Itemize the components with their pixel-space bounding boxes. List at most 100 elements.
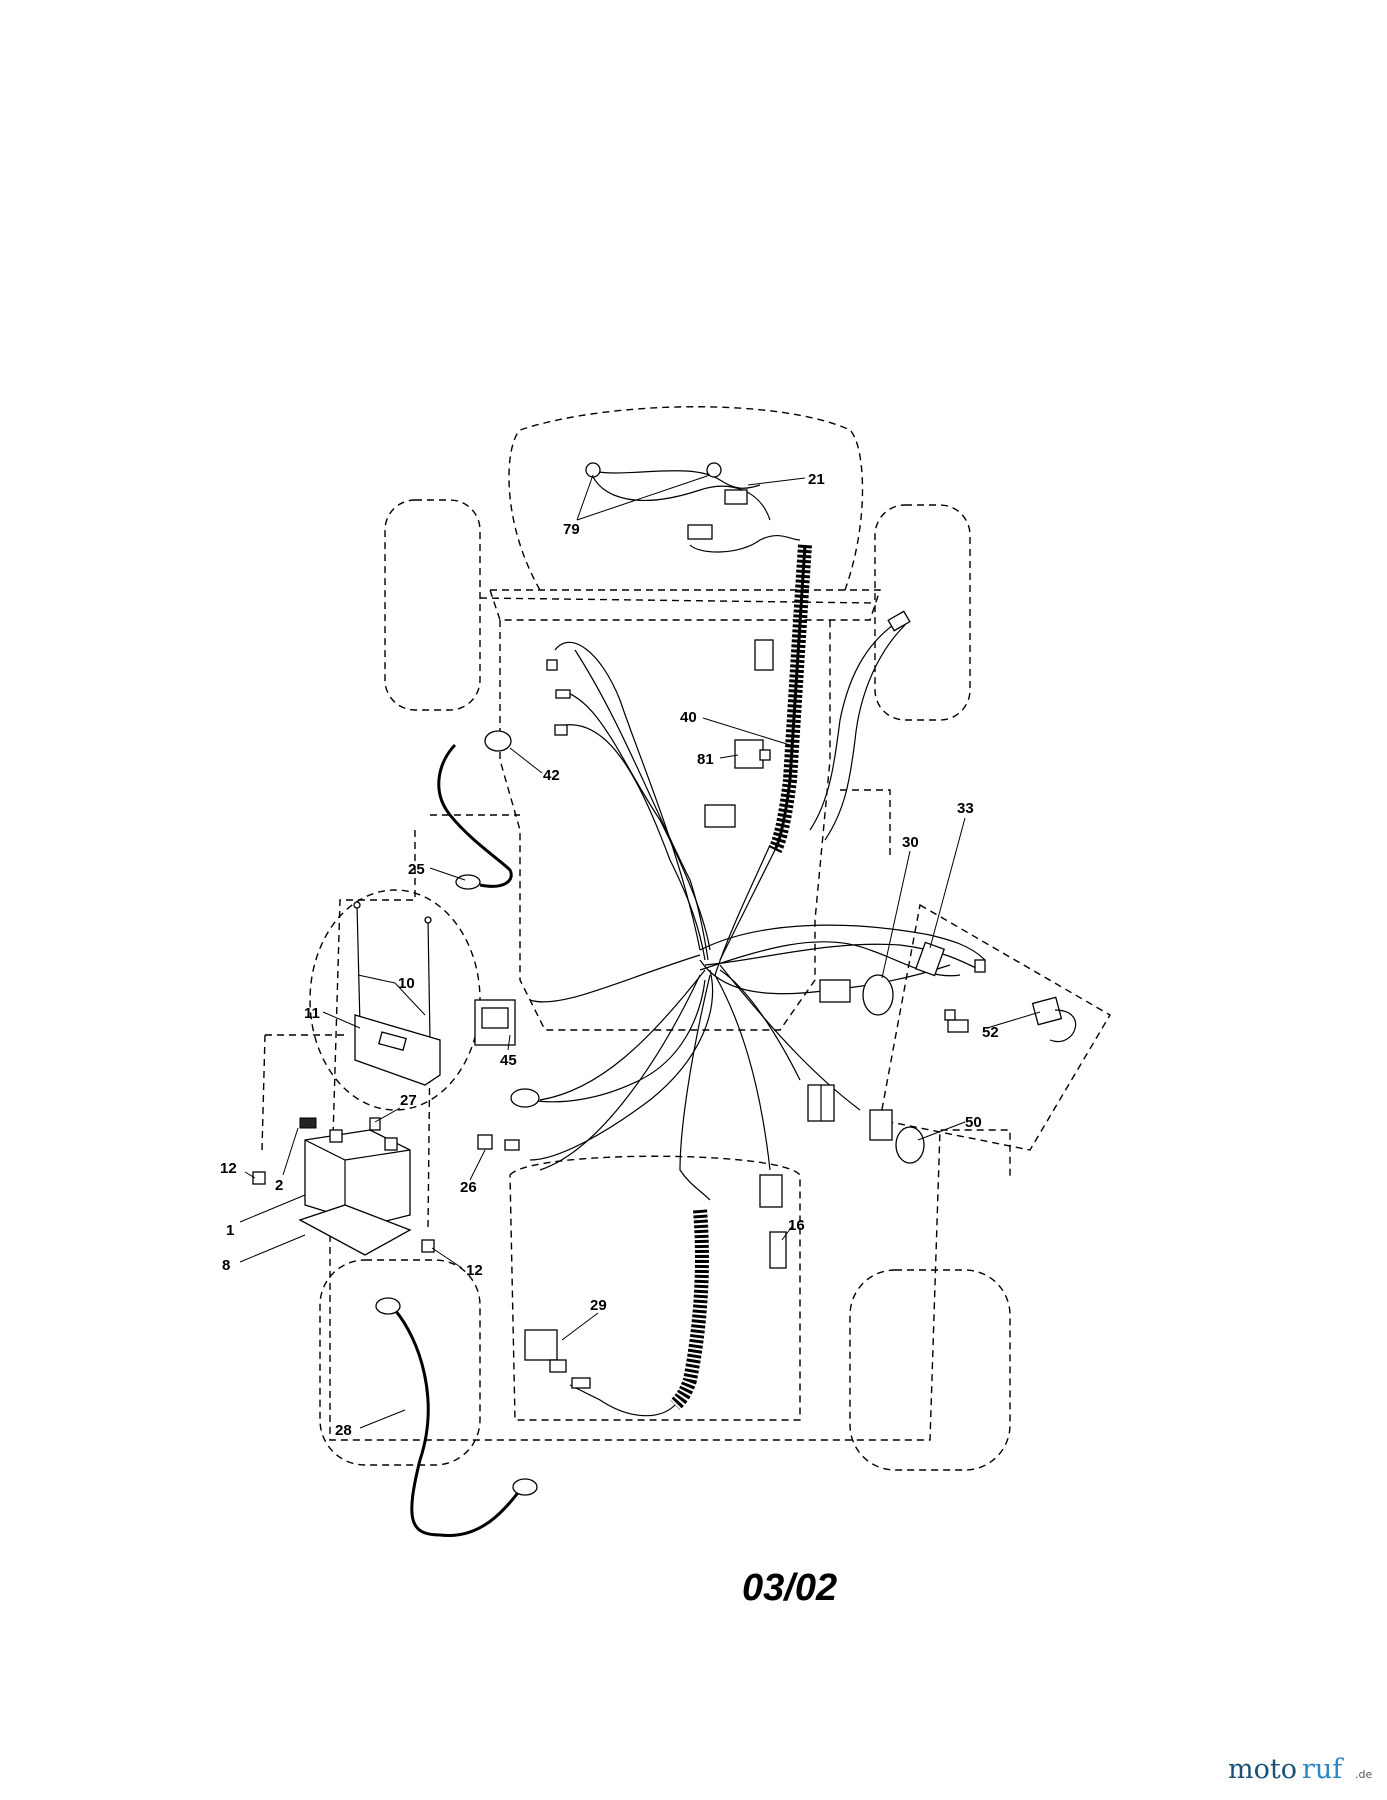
watermark-ruf: ruf [1302,1754,1344,1785]
wire-f [714,844,771,976]
callout-labels: 79 21 40 81 42 33 30 25 10 11 52 45 27 1… [220,471,999,1439]
leader-lines [239,474,1041,1429]
coiled-harness-upper [768,544,812,854]
leader-40 [702,717,791,746]
headlight-socket-right [706,462,722,478]
switch-29-tab [549,1359,567,1373]
connector-mid-left [704,804,736,828]
callout-40: 40 [680,709,697,726]
switch-52-body [1031,996,1063,1026]
battery-assembly [252,901,441,1256]
battery-dash-lines [261,1034,431,1231]
wire-to-coil2 [679,974,711,1201]
rod-head-right [424,916,432,924]
nut-27 [369,1117,381,1131]
leader-29 [561,1312,599,1341]
leader-50 [917,1121,966,1141]
clip-left-2 [555,689,571,699]
ring-terminal-25 [455,874,481,890]
hold-down-rod-left [356,904,361,1026]
callout-42: 42 [543,767,560,784]
callout-25: 25 [408,861,425,878]
leader-52 [986,1011,1041,1029]
wire-c [564,724,706,961]
callout-1: 1 [226,1222,234,1239]
bolt-2 [299,1117,317,1129]
leader-12-left [244,1171,256,1179]
callout-79: 79 [563,521,580,538]
leader-21 [747,477,806,486]
rear-right-wheel [849,1269,1011,1471]
ignition-switch-30 [819,974,894,1016]
wire-to-26 [539,974,701,1171]
battery-tray-8 [298,1204,412,1256]
front-right-wheel [874,504,971,721]
terminal-right-1 [944,1009,956,1021]
rod-head-left [353,901,361,909]
leader-11 [322,1011,361,1029]
cable-boot-42 [484,730,512,752]
rear-deck-outline [329,789,1011,1441]
callout-10: 10 [398,975,415,992]
battery-terminal-pos [329,1129,343,1143]
callout-12-right: 12 [466,1262,483,1279]
switch-50 [869,1109,925,1164]
hold-down-rod-right [427,919,431,1041]
leader-25 [429,867,466,881]
wire-b [559,689,711,951]
component-33 [914,941,946,977]
wire-right-2 [824,624,906,841]
leader-33 [929,817,966,949]
motoruf-watermark: moto ruf .de [1228,1754,1372,1785]
module-45-face [481,1007,509,1029]
fuse-holder-26b [504,1139,520,1151]
watermark-moto: moto [1228,1754,1297,1785]
callout-2: 2 [275,1177,283,1194]
wire-to-ring [539,969,706,1101]
dash-panel-outline [879,903,1111,1151]
module-45 [474,999,516,1046]
leader-8 [239,1234,306,1263]
ring-terminal-28a [375,1297,401,1315]
callout-50: 50 [965,1114,982,1131]
callout-16: 16 [788,1217,805,1234]
battery-mount-outline [309,889,481,1111]
connector-right [947,1019,969,1033]
front-axle [479,597,876,604]
date-code: 03/02 [742,1567,837,1609]
wire-to-16 [714,974,771,1171]
connector-21 [724,489,748,505]
callout-28: 28 [335,1422,352,1439]
ignition-connector [819,979,851,1003]
headlight-wire-3 [689,535,801,553]
headlight-sockets-79 [585,462,748,540]
wire-to-50 [719,964,861,1111]
plug-16 [769,1231,787,1269]
leader-12-right [431,1247,463,1269]
connector-upper-right [887,610,911,632]
switch-29 [524,1329,567,1373]
headlight-socket-left [585,462,601,478]
leader-30 [881,850,911,979]
connector-block [807,1084,835,1122]
callout-11: 11 [304,1005,320,1022]
hood-outline [489,406,881,1031]
callout-33: 33 [957,800,974,817]
lower-lead-connector [571,1377,591,1389]
hold-down-bracket-11 [354,1014,441,1086]
wire-to-52b [704,943,981,971]
leader-28 [359,1409,406,1429]
positive-cable-25 [437,743,513,888]
connector-lower [759,1174,783,1208]
leader-16 [781,1224,794,1241]
coiled-harness-lower [569,1209,709,1417]
leader-10 [357,974,426,1016]
leader-2 [282,1127,299,1176]
leader-79 [576,474,711,521]
clip-left-1 [546,659,558,671]
callout-8: 8 [222,1257,230,1274]
ring-terminal-mid [510,1088,540,1108]
leader-42 [509,747,543,774]
connector-upper-mid [754,639,774,671]
relay-pin [759,749,771,761]
